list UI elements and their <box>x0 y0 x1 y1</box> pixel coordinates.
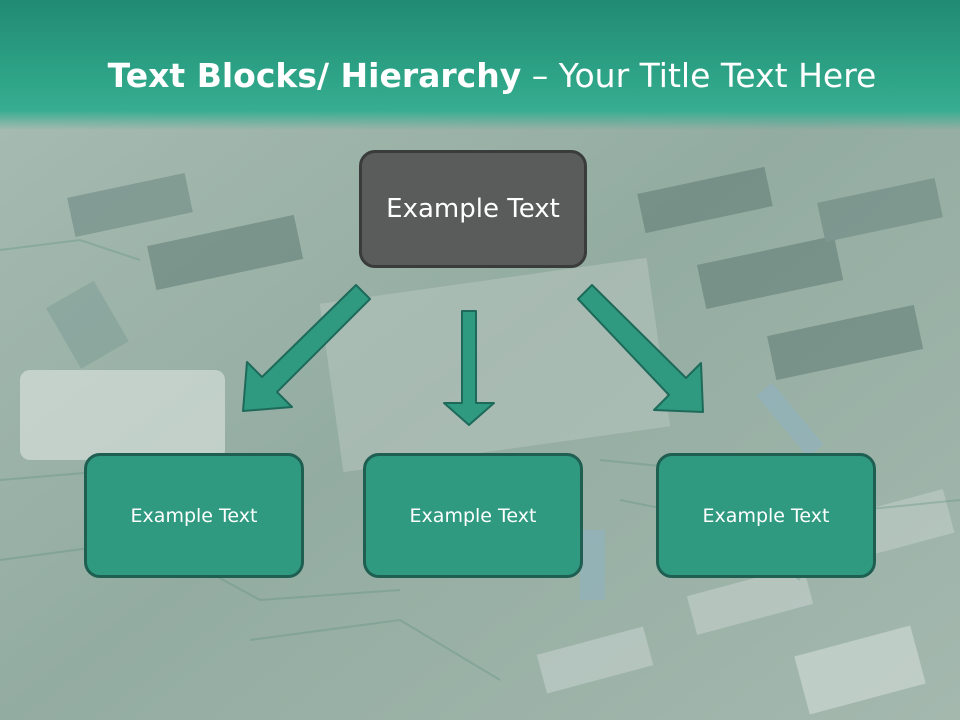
child-box-label: Example Text <box>130 504 258 527</box>
top-box[interactable]: Example Text <box>359 150 587 268</box>
child-box-label: Example Text <box>702 504 830 527</box>
child-box-left[interactable]: Example Text <box>84 453 304 578</box>
slide-title: Text Blocks/ Hierarchy – Your Title Text… <box>0 54 960 98</box>
title-regular-part: – Your Title Text Here <box>521 56 877 95</box>
child-box-right[interactable]: Example Text <box>656 453 876 578</box>
top-box-label: Example Text <box>386 194 560 224</box>
title-bold-part: Text Blocks/ Hierarchy <box>107 56 522 95</box>
header-band <box>0 0 960 130</box>
child-box-center[interactable]: Example Text <box>363 453 583 578</box>
child-box-label: Example Text <box>409 504 537 527</box>
